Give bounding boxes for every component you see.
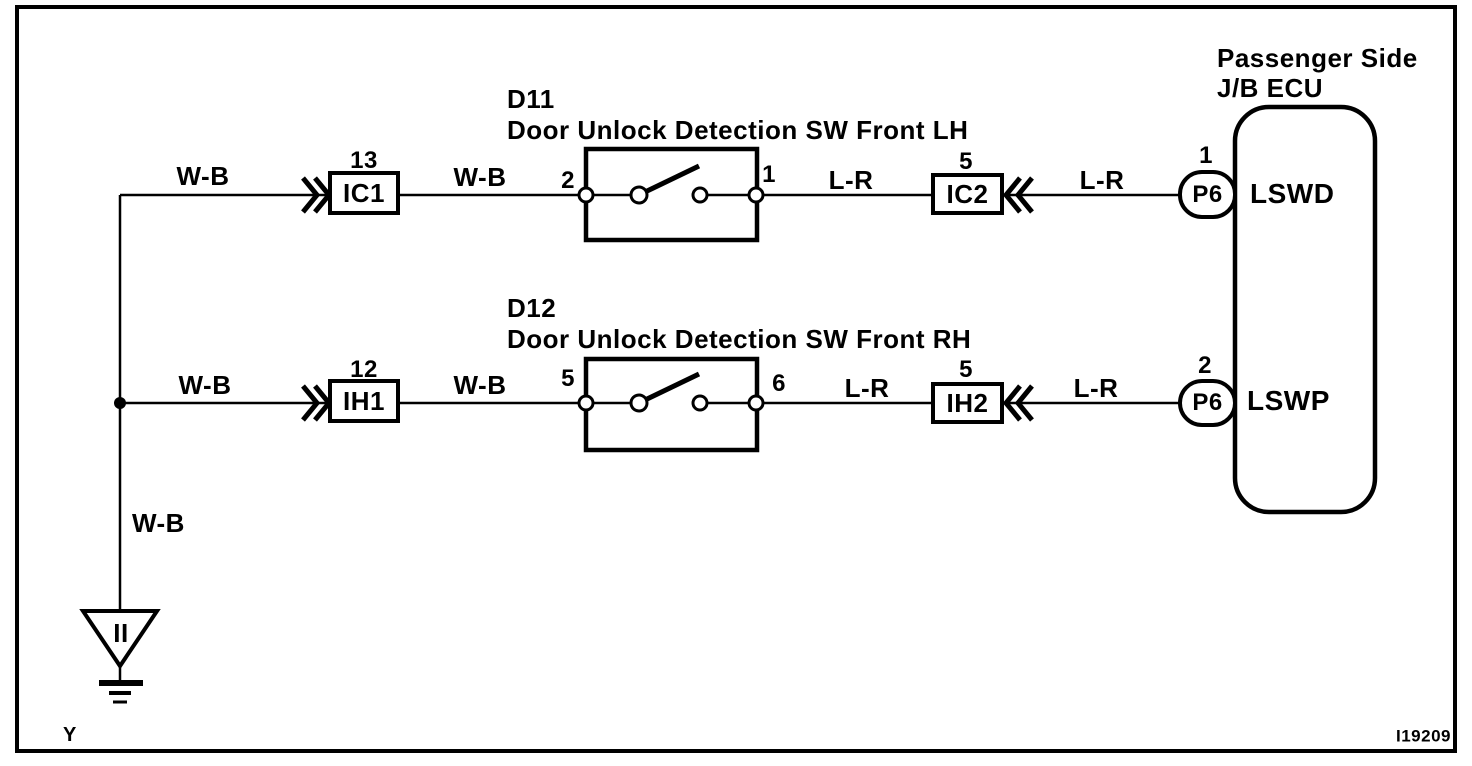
connector-pin-label: 5 [959,148,973,175]
connector-box-ic2 [931,173,1004,215]
switch-contact [629,393,649,413]
connector-label: IH1 [343,385,385,416]
ecu-connector-oval-row1 [1178,170,1237,219]
switch-terminal [577,394,595,412]
switch-pin-label: 5 [561,365,575,392]
ecu-terminal-label: LSWP [1247,385,1330,416]
connector-box-ic1 [328,171,400,215]
switch-contact [691,186,709,204]
ground-triangle-icon [79,609,161,670]
ecu-pin-label: 2 [1198,352,1212,379]
switch-terminal [747,186,765,204]
wire-label: L-R [844,373,890,403]
ecu-connector-label: P6 [1192,180,1223,208]
connector-pin-label: 13 [350,147,378,174]
connector-pin-label: 5 [959,356,973,383]
switch-pin-label: 6 [772,370,786,397]
wire-junction-dot [114,397,126,409]
connector-label: IC1 [343,177,385,208]
switch-pin-label: 1 [762,161,776,188]
connector-arrow-right-icon [301,176,321,214]
ecu-box [1232,104,1378,515]
switch-terminal [747,394,765,412]
wire-label: W-B [176,161,230,191]
wire-label: W-B [453,370,507,400]
wire-label: W-B [132,508,185,538]
switch-lever-d11 [643,163,701,195]
frame-corner-label: Y [63,724,77,746]
connector-label: IC2 [946,178,989,209]
connector-box-ih1 [328,379,400,423]
wire-label: L-R [1079,165,1125,195]
connector-pin-label: 12 [350,356,378,383]
component-id-label: D11 [507,84,555,114]
connector-arrow-left-icon [1002,384,1022,422]
ecu-pin-label: 1 [1199,142,1213,169]
ground-symbol-label: II [113,618,129,648]
connector-label: IH2 [946,387,989,418]
switch-contact [691,394,709,412]
connector-arrow-right-icon [301,384,321,422]
wire-label: W-B [453,162,507,192]
connector-box-ih2 [931,382,1004,424]
ecu-terminal-label: LSWD [1250,178,1335,209]
connector-arrow-left-icon [1014,176,1034,214]
switch-lever-d12 [643,371,701,403]
component-name-label: Door Unlock Detection SW Front LH [507,115,969,145]
ecu-title-line1: Passenger Side [1217,43,1418,73]
connector-arrow-left-icon [1014,384,1034,422]
wire-label: W-B [178,370,232,400]
switch-box-d12 [583,356,760,453]
component-name-label: Door Unlock Detection SW Front RH [507,324,972,354]
switch-pin-label: 2 [561,167,575,194]
ecu-connector-oval-row2 [1178,379,1237,427]
wire-label: L-R [828,165,874,195]
ecu-title-line2: J/B ECU [1217,73,1324,103]
switch-terminal [577,186,595,204]
component-id-label: D12 [507,293,557,323]
switch-contact [629,185,649,205]
connector-arrow-left-icon [1002,176,1022,214]
diagram-frame [15,5,1457,753]
wire-label: L-R [1073,373,1119,403]
figure-code-label: I19209 [1396,726,1451,746]
ecu-connector-label: P6 [1192,389,1223,416]
